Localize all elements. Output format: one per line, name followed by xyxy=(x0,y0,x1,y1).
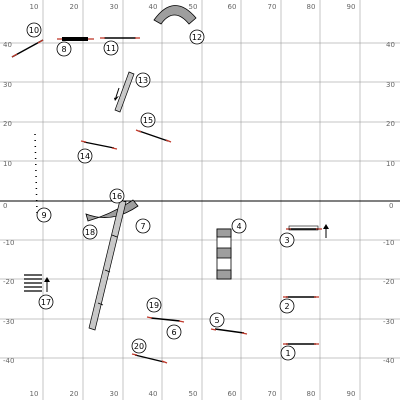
svg-text:3: 3 xyxy=(284,236,289,245)
obstacle-number-7: 7 xyxy=(135,218,151,234)
jump-8-double xyxy=(57,37,94,41)
tick-label: 40 xyxy=(149,3,158,11)
obstacle-number-3: 3 xyxy=(279,232,295,248)
tick-label: 10 xyxy=(386,160,395,168)
jump-20 xyxy=(131,353,168,364)
svg-text:6: 6 xyxy=(171,328,176,337)
tick-label: 50 xyxy=(189,3,198,11)
axis-labels-top: 10 20 30 40 50 60 70 80 90 xyxy=(30,3,356,11)
tick-label: 20 xyxy=(70,3,79,11)
svg-text:19: 19 xyxy=(149,301,159,310)
tick-label: 60 xyxy=(228,3,237,11)
obstacle-number-10: 10 xyxy=(26,22,42,38)
svg-text:4: 4 xyxy=(236,222,241,231)
axis-labels-left: 40 30 20 10 0 -10 -20 -30 -40 xyxy=(3,41,14,365)
tick-label: -40 xyxy=(383,357,394,365)
obstacle-number-5: 5 xyxy=(209,312,225,328)
obstacle-number-6: 6 xyxy=(166,324,182,340)
svg-text:10: 10 xyxy=(29,26,39,35)
obstacle-number-18: 18 xyxy=(82,224,98,240)
tick-label: 50 xyxy=(189,390,198,398)
tick-label: 70 xyxy=(268,3,277,11)
tick-label: 0 xyxy=(3,202,7,210)
svg-text:15: 15 xyxy=(143,116,153,125)
jump-3 xyxy=(286,224,329,238)
weave-13 xyxy=(114,71,135,113)
svg-text:16: 16 xyxy=(112,192,122,201)
grid-vertical-lines xyxy=(42,0,361,400)
tick-label: -10 xyxy=(383,239,394,247)
obstacle-number-1: 1 xyxy=(280,345,296,361)
tick-label: -30 xyxy=(383,318,394,326)
obstacle-number-4: 4 xyxy=(231,218,247,234)
svg-text:12: 12 xyxy=(192,33,202,42)
tick-label: 10 xyxy=(30,390,39,398)
tick-label: 20 xyxy=(70,390,79,398)
tick-label: 90 xyxy=(347,390,356,398)
svg-text:14: 14 xyxy=(80,152,90,161)
tick-label: 80 xyxy=(307,3,316,11)
dogwalk-16 xyxy=(88,199,127,331)
tick-label: 10 xyxy=(30,3,39,11)
svg-text:18: 18 xyxy=(85,228,95,237)
obstacle-number-12: 12 xyxy=(189,29,205,45)
jump-5 xyxy=(210,328,248,335)
tick-label: -20 xyxy=(383,278,394,286)
tick-label: 20 xyxy=(3,120,12,128)
tick-label: -20 xyxy=(3,278,14,286)
obstacle-number-16: 16 xyxy=(109,188,125,204)
tick-label: 10 xyxy=(3,160,12,168)
svg-text:8: 8 xyxy=(61,45,66,54)
tick-label: 40 xyxy=(3,41,12,49)
obstacle-number-13: 13 xyxy=(135,72,151,88)
tick-label: 40 xyxy=(149,390,158,398)
obstacle-number-11: 11 xyxy=(103,40,119,56)
tunnel-12 xyxy=(153,5,197,25)
jump-14 xyxy=(80,140,118,150)
obstacle-number-14: 14 xyxy=(77,148,93,164)
broad-jump-17 xyxy=(24,274,50,292)
axis-labels-right: 40 30 20 10 0 -10 -20 -30 -40 xyxy=(383,41,395,365)
obstacle-number-8: 8 xyxy=(56,41,72,57)
tick-label: 40 xyxy=(386,41,395,49)
svg-text:17: 17 xyxy=(41,298,51,307)
tick-label: -40 xyxy=(3,357,14,365)
svg-text:5: 5 xyxy=(214,316,219,325)
tick-label: -10 xyxy=(3,239,14,247)
tick-label: -30 xyxy=(3,318,14,326)
obstacle-number-20: 20 xyxy=(131,338,147,354)
svg-text:13: 13 xyxy=(138,76,148,85)
tick-label: 20 xyxy=(386,120,395,128)
tick-label: 30 xyxy=(110,3,119,11)
svg-text:9: 9 xyxy=(41,211,46,220)
tick-label: 30 xyxy=(3,81,12,89)
tick-label: 30 xyxy=(386,81,395,89)
jump-19 xyxy=(146,316,185,323)
jump-10 xyxy=(11,39,44,58)
obstacle-number-2: 2 xyxy=(279,298,295,314)
obstacle-number-19: 19 xyxy=(146,297,162,313)
tick-label: 90 xyxy=(347,3,356,11)
obstacle-number-17: 17 xyxy=(38,294,54,310)
tick-label: 70 xyxy=(268,390,277,398)
axis-labels-bottom: 10 20 30 40 50 60 70 80 90 xyxy=(30,390,356,398)
tick-label: 80 xyxy=(307,390,316,398)
svg-text:2: 2 xyxy=(284,302,289,311)
svg-text:1: 1 xyxy=(285,349,290,358)
tick-label: 0 xyxy=(389,202,393,210)
tick-label: 60 xyxy=(228,390,237,398)
grid-horizontal-lines xyxy=(0,42,400,359)
svg-text:20: 20 xyxy=(134,342,144,351)
jump-15 xyxy=(135,129,172,143)
svg-text:11: 11 xyxy=(106,44,116,53)
tick-label: 30 xyxy=(110,390,119,398)
obstacle-number-9: 9 xyxy=(36,207,52,223)
obstacle-number-15: 15 xyxy=(140,112,156,128)
aframe-4 xyxy=(216,228,232,280)
svg-text:7: 7 xyxy=(140,222,145,231)
